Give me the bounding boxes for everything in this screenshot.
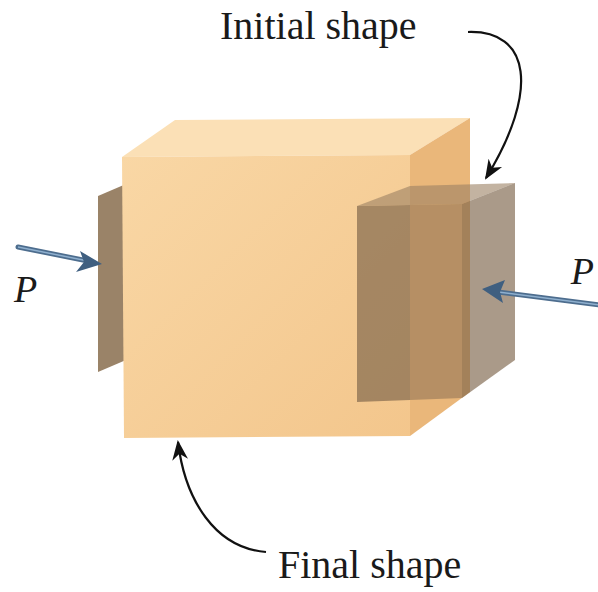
- final-shape-cube: [122, 118, 470, 438]
- load-label: P: [571, 252, 594, 290]
- shape-label: Final shape: [278, 545, 461, 585]
- leader-line: [178, 442, 266, 552]
- load-label: P: [14, 270, 37, 308]
- leader-line: [468, 32, 521, 178]
- initial-shape: [98, 184, 126, 372]
- initial-shape: [357, 183, 515, 402]
- shape-label: Initial shape: [220, 6, 417, 46]
- load-arrow: [18, 247, 102, 272]
